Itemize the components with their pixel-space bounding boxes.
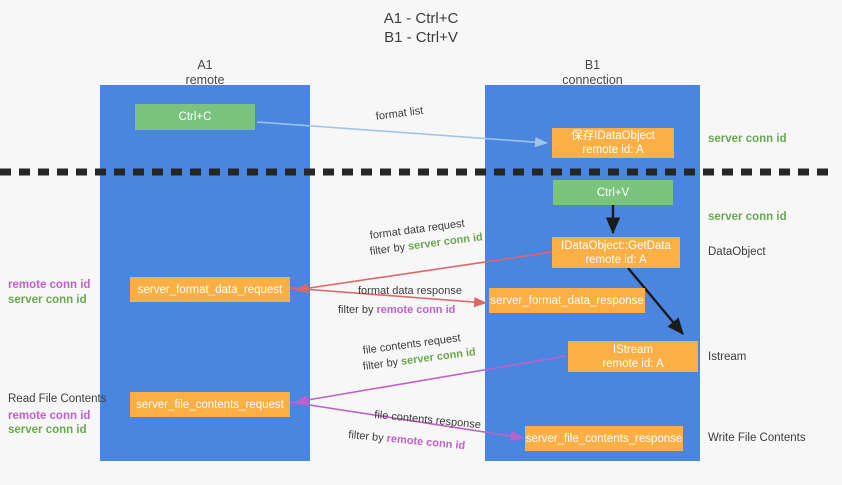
note-fdreq-prefix: filter by: [369, 240, 409, 258]
box-istream[interactable]: IStream remote id: A: [568, 341, 698, 372]
box-server-file-contents-response[interactable]: server_file_contents_response: [525, 426, 683, 451]
label-write-file-contents: Write File Contents: [708, 432, 806, 444]
box-idataobject-save-line1: 保存IDataObject: [571, 130, 655, 142]
lane-header-b1-sub: connection: [562, 72, 623, 87]
box-server-file-contents-request[interactable]: server_file_contents_request: [130, 392, 290, 417]
lane-header-a1: A1 remote: [100, 58, 310, 87]
label-group-format-remote: remote conn id: [8, 279, 91, 291]
label-server-conn-id-mid: server conn id: [708, 211, 787, 223]
label-dataobject: DataObject: [708, 246, 766, 258]
note-fcres-key: remote conn id: [386, 432, 466, 453]
note-format-data-response-line1: format data response: [358, 285, 462, 297]
note-file-contents-response-line1: file contents response: [373, 408, 482, 432]
page-title: A1 - Ctrl+C B1 - Ctrl+V: [0, 9, 842, 47]
label-group-read-file-contents: Read File Contents remote conn id server…: [8, 392, 106, 438]
label-group-format-server: server conn id: [8, 293, 87, 306]
box-server-format-data-request-label: server_format_data_request: [137, 283, 283, 296]
note-format-data-response: format data response filter by remote co…: [338, 284, 462, 318]
box-idataobject-getdata[interactable]: IDataObject::GetData remote id: A: [552, 237, 680, 268]
note-format-list-text: format list: [375, 104, 424, 123]
label-group-file-server: server conn id: [8, 424, 87, 436]
title-line-1: A1 - Ctrl+C: [383, 10, 459, 27]
note-fcres-prefix: filter by: [347, 428, 388, 445]
box-istream-line1: IStream: [612, 343, 654, 356]
note-format-list: format list: [375, 105, 424, 125]
note-format-data-response-line2: filter by remote conn id: [338, 303, 462, 318]
label-group-file-remote: remote conn id: [8, 409, 91, 422]
box-server-format-data-response[interactable]: server_format_data_response: [489, 288, 645, 313]
note-file-contents-response: file contents response filter by remote …: [348, 408, 482, 452]
box-server-format-data-response-label: server_format_data_response: [490, 294, 644, 307]
box-server-file-contents-request-label: server_file_contents_request: [136, 398, 284, 411]
box-server-format-data-request[interactable]: server_format_data_request: [130, 277, 290, 302]
title-line-2: B1 - Ctrl+V: [384, 29, 458, 46]
box-idataobject-getdata-line1: IDataObject::GetData: [561, 239, 671, 252]
note-format-data-request: format data request filter by server con…: [369, 218, 483, 260]
lane-header-b1-name: B1: [584, 58, 601, 72]
box-server-file-contents-response-label: server_file_contents_response: [525, 432, 683, 445]
label-istream: Istream: [708, 351, 747, 363]
label-server-conn-id-top: server conn id: [708, 133, 787, 145]
box-ctrl-c[interactable]: Ctrl+C: [135, 104, 255, 130]
note-file-contents-request: file contents request filter by server c…: [362, 332, 476, 375]
note-file-contents-response-line2: filter by remote conn id: [348, 428, 482, 456]
lane-header-b1: B1 connection: [485, 58, 700, 87]
box-idataobject-save[interactable]: 保存IDataObject remote id: A: [552, 128, 674, 158]
note-fdres-prefix: filter by: [338, 304, 377, 316]
note-fcreq-prefix: filter by: [362, 355, 402, 373]
label-read-file-contents: Read File Contents: [8, 393, 107, 405]
box-ctrl-v[interactable]: Ctrl+V: [553, 180, 673, 205]
box-istream-line2: remote id: A: [602, 357, 664, 370]
box-idataobject-getdata-line2: remote id: A: [585, 253, 647, 266]
lane-header-a1-sub: remote: [185, 72, 225, 87]
lane-header-a1-name: A1: [197, 58, 213, 72]
label-group-format: remote conn id server conn id: [8, 278, 90, 307]
box-ctrl-v-label: Ctrl+V: [596, 186, 630, 199]
note-fdres-key: remote conn id: [376, 304, 456, 316]
box-idataobject-save-line2: remote id: A: [582, 144, 644, 156]
box-ctrl-c-label: Ctrl+C: [178, 111, 212, 123]
